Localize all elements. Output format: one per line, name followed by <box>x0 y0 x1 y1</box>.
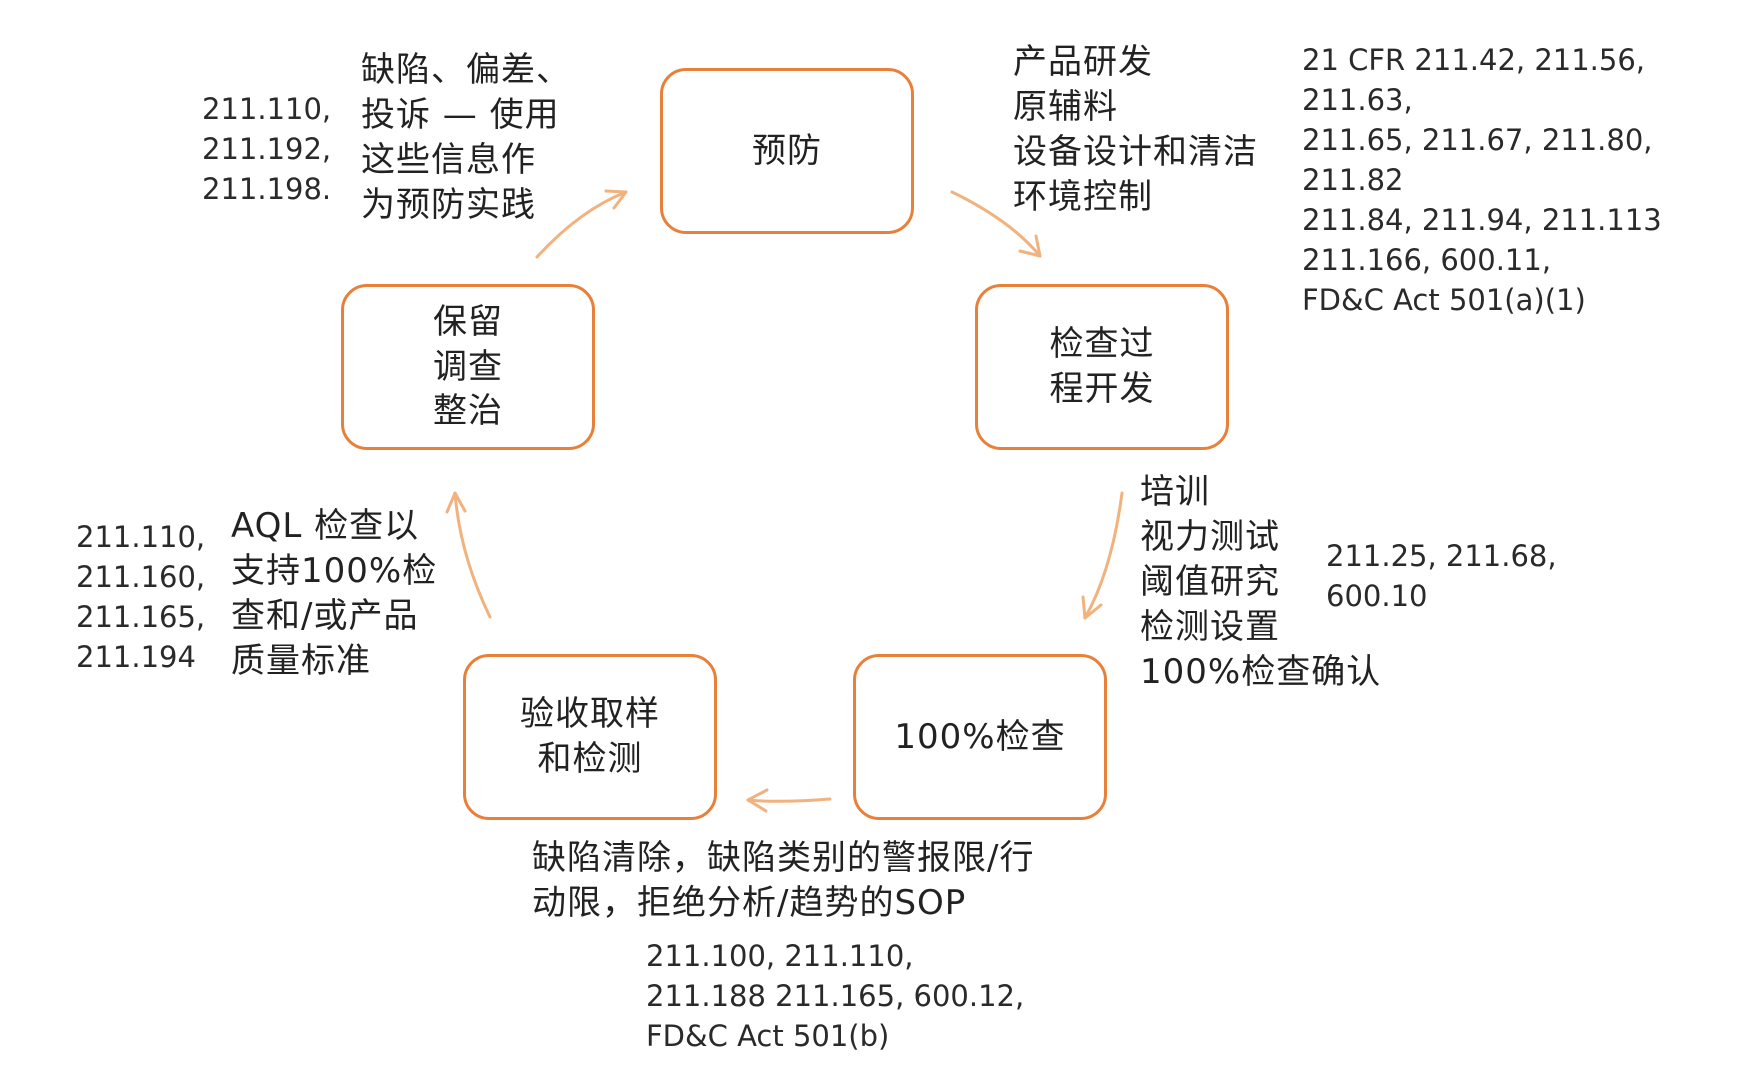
node-acceptance-sampling: 验收取样 和检测 <box>463 654 717 820</box>
node-acceptance-sampling-label: 验收取样 和检测 <box>520 694 660 779</box>
node-prevention-label: 预防 <box>752 130 822 171</box>
arrow-process-to-inspection <box>1083 491 1124 620</box>
arrowhead-retain-to-prevention <box>604 189 628 210</box>
arrow-inspection-to-sampling <box>746 797 832 803</box>
arrowhead-sampling-to-retain <box>445 491 467 514</box>
node-retain-investigate: 保留 调查 整治 <box>341 284 595 450</box>
ref-left: 211.110, 211.160, 211.165, 211.194 <box>76 520 206 674</box>
ref-bottom: 211.100, 211.110, 211.188 211.165, 600.1… <box>646 939 1025 1053</box>
desc-top-right: 产品研发 原辅料 设备设计和清洁 环境控制 <box>1013 42 1258 217</box>
arrowhead-process-to-inspection <box>1081 595 1103 620</box>
node-process-development-label: 检查过 程开发 <box>1049 324 1155 409</box>
arrow-prevention-to-process <box>950 190 1042 258</box>
arrowhead-prevention-to-process <box>1018 234 1042 258</box>
ref-top-right: 21 CFR 211.42, 211.56, 211.63, 211.65, 2… <box>1302 43 1662 317</box>
desc-bottom: 缺陷清除，缺陷类别的警报限/行 动限，拒绝分析/趋势的SOP <box>532 838 1035 923</box>
node-prevention: 预防 <box>660 68 914 234</box>
arrow-sampling-to-retain <box>453 491 492 619</box>
node-retain-investigate-label: 保留 调查 整治 <box>433 301 503 432</box>
desc-top-left: 缺陷、偏差、 投诉 — 使用 这些信息作 为预防实践 <box>361 50 571 225</box>
desc-left: AQL 检查以 支持100%检 查和/或产品 质量标准 <box>231 506 438 681</box>
arrowhead-inspection-to-sampling <box>746 788 769 813</box>
ref-top-left: 211.110, 211.192, 211.198. <box>202 92 332 206</box>
node-full-inspection: 100%检查 <box>853 654 1107 820</box>
node-full-inspection-label: 100%检查 <box>894 716 1066 757</box>
node-process-development: 检查过 程开发 <box>975 284 1229 450</box>
desc-right: 培训 视力测试 阈值研究 检测设置 100%检查确认 <box>1140 472 1382 692</box>
ref-right: 211.25, 211.68, 600.10 <box>1326 539 1557 613</box>
arrow-retain-to-prevention <box>535 190 628 259</box>
